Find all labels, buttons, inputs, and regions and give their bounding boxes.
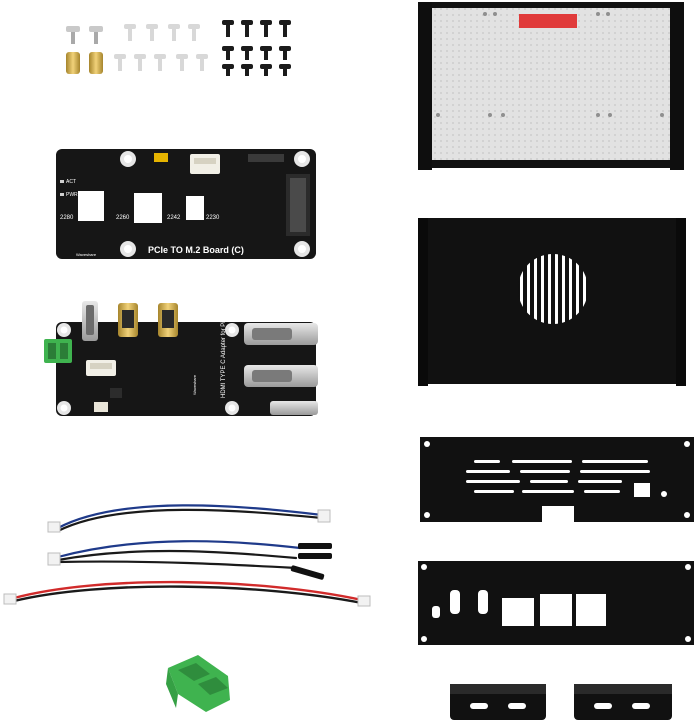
silver-screw [89, 26, 103, 44]
jst-cable-blue [47, 504, 331, 533]
power-cable-red [3, 580, 371, 607]
pcie-to-m2-board: ACT PWR 2280 2260 2242 2230 PCIe TO M.2 … [56, 149, 316, 259]
size-label-2280: 2280 [60, 215, 74, 221]
grey-screw-row-bottom [114, 54, 208, 71]
hdmi-board-label: HDMI TYPE C Adapter for Pi5 [221, 317, 227, 398]
green-terminal-plug [166, 655, 230, 712]
hdmi-board-brand: Waveshare [192, 374, 197, 395]
fan-grill [518, 254, 588, 324]
brass-standoff [66, 52, 80, 74]
mounting-bracket-left [450, 684, 546, 720]
pcie-board-title: PCIe TO M.2 Board (C) [148, 245, 244, 255]
act-label: ACT [66, 179, 76, 185]
grey-screw-row-top [124, 24, 200, 41]
size-label-2260: 2260 [116, 215, 130, 221]
hdmi-type-c-adapter-board: HDMI TYPE C Adapter for Pi5 Waveshare [44, 301, 318, 416]
pcie-board-brand: Waveshare [76, 252, 97, 257]
size-label-2242: 2242 [167, 215, 181, 221]
silver-screw [66, 26, 80, 44]
dupont-cable [47, 540, 332, 580]
black-screw-grid [222, 20, 291, 76]
case-top-shell [418, 2, 684, 170]
screws-and-standoffs [66, 20, 291, 76]
case-front-panel [420, 437, 694, 522]
case-back-panel [418, 561, 694, 645]
size-label-2230: 2230 [206, 215, 220, 221]
pwr-label: PWR [66, 192, 78, 198]
brass-standoff [89, 52, 103, 74]
case-bottom-shell [418, 218, 686, 386]
mounting-bracket-right [574, 684, 672, 720]
cables [3, 504, 371, 607]
